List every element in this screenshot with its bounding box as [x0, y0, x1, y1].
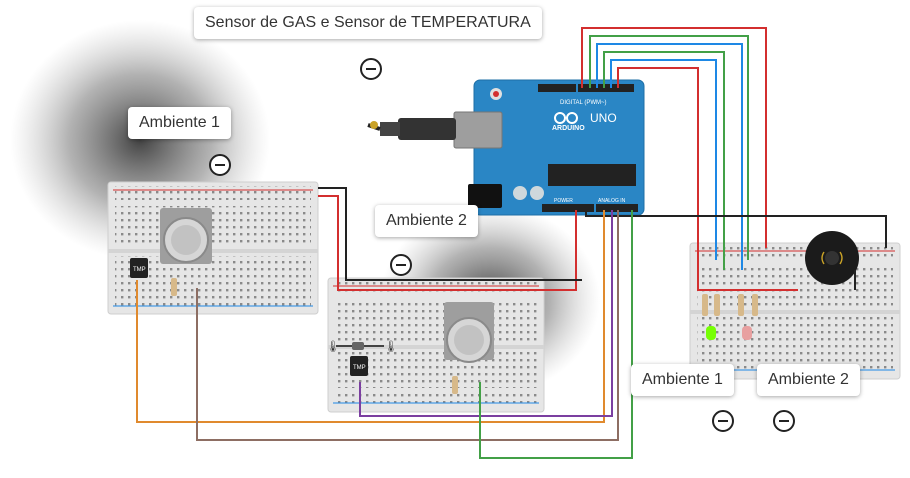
usb-cable[interactable] [367, 118, 456, 140]
title-callout: Sensor de GAS e Sensor de TEMPERATURA [194, 7, 542, 39]
temperature-slider[interactable]: 🌡 🌡 [326, 340, 398, 353]
signal-wires[interactable] [136, 210, 633, 459]
breadboard-outputs[interactable] [689, 242, 901, 380]
ambiente1-right-callout: Ambiente 1 [631, 364, 734, 396]
sound-waves-icon [821, 251, 843, 265]
arduino-logo: ARDUINO [552, 125, 585, 132]
arduino-uno-board[interactable]: DIGITAL (PWM~) POWER ANALOG IN ARDUINO U… [453, 79, 645, 216]
resistors-outputs[interactable] [702, 294, 758, 316]
temp-sensor-ambiente2[interactable]: TMP [350, 356, 368, 376]
thermometer-high-icon: 🌡 [384, 340, 398, 353]
resistor-ambiente1[interactable] [171, 278, 177, 296]
collapse-ambiente1-right-icon[interactable] [712, 410, 734, 432]
arduino-model: UNO [590, 111, 617, 125]
power-wires[interactable] [318, 187, 887, 291]
collapse-ambiente2-mid-icon[interactable] [390, 254, 412, 276]
temp-sensor-label: TMP [133, 267, 146, 273]
ambiente2-right-callout: Ambiente 2 [757, 364, 860, 396]
temp-sensor-ambiente1[interactable]: TMP [130, 258, 148, 278]
collapse-ambiente1-top-icon[interactable] [209, 154, 231, 176]
power-header-label: POWER [554, 198, 573, 204]
gas-sensor-ambiente2[interactable] [444, 302, 494, 363]
collapse-ambiente2-right-icon[interactable] [773, 410, 795, 432]
analog-header-label: ANALOG IN [598, 198, 626, 204]
temp-sensor-label: TMP [353, 365, 366, 371]
digital-header-label: DIGITAL (PWM~) [560, 100, 607, 106]
collapse-title-callout-icon[interactable] [360, 58, 382, 80]
breadboard-ambiente1[interactable] [107, 181, 319, 315]
resistor-ambiente2[interactable] [452, 376, 458, 394]
led-red[interactable] [742, 326, 752, 340]
ambiente1-top-callout: Ambiente 1 [128, 107, 231, 139]
ambiente2-mid-callout: Ambiente 2 [375, 205, 478, 237]
thermometer-low-icon: 🌡 [326, 340, 340, 353]
led-green[interactable] [706, 326, 716, 340]
gas-sensor-ambiente1[interactable] [160, 208, 212, 264]
digital-wires[interactable] [581, 27, 798, 291]
buzzer[interactable] [805, 231, 859, 290]
infinity-logo-icon [554, 112, 578, 124]
